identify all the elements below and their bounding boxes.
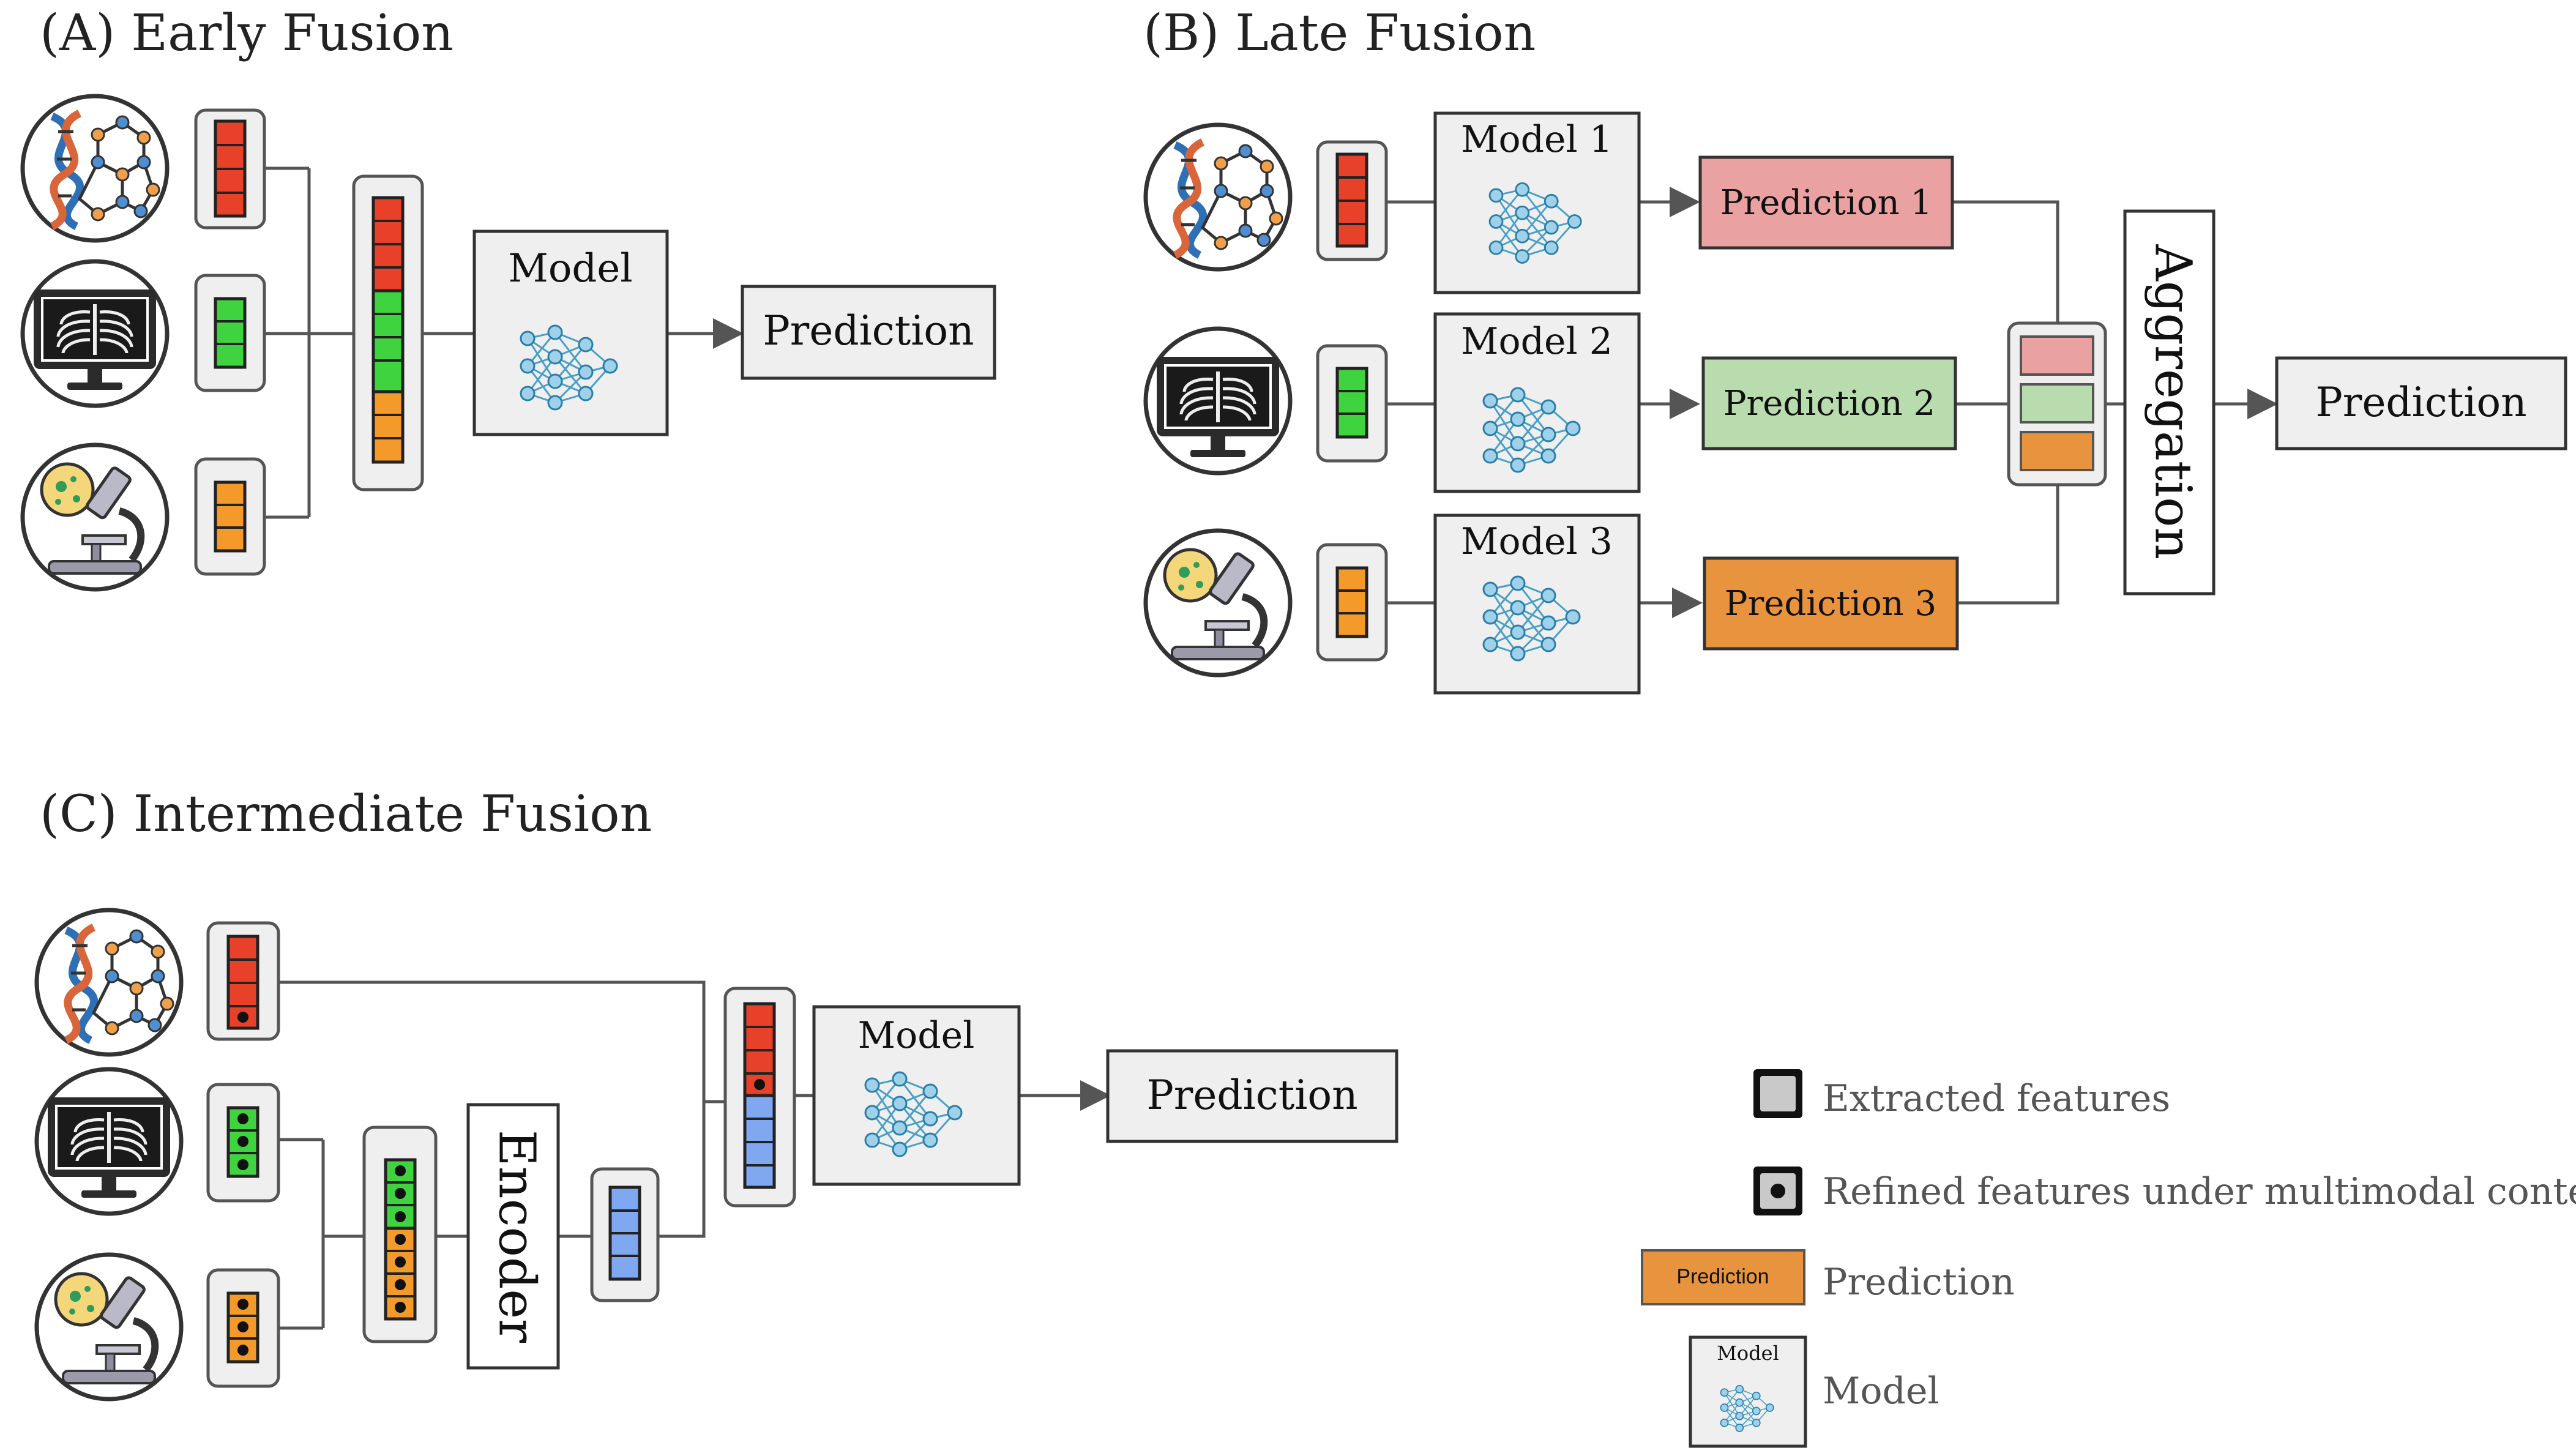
legend-model-label: Model (1823, 1370, 1939, 1413)
microscope-icon (37, 1255, 181, 1399)
late-final-prediction: Prediction (2275, 356, 2567, 450)
section-c-title: (C) Intermediate Fusion (40, 785, 652, 843)
early-prediction-label: Prediction (763, 307, 974, 354)
legend-prediction-label: Prediction (1823, 1261, 2015, 1304)
section-b-title: (B) Late Fusion (1143, 4, 1536, 62)
genomics-icon (37, 910, 181, 1055)
early-feature-imaging (194, 274, 266, 392)
late-prediction-1: Prediction 1 (1698, 155, 1954, 250)
intermediate-fused-features (723, 987, 796, 1208)
late-model-3-box: Model 3 (1433, 513, 1641, 695)
microscope-icon (23, 445, 167, 589)
intermediate-encoded-features (590, 1167, 660, 1302)
early-feature-genomics (194, 108, 266, 230)
intermediate-connectors (278, 980, 1111, 1330)
intermediate-feature-pathology (206, 1268, 280, 1388)
late-prediction-3-label: Prediction 3 (1725, 584, 1936, 624)
section-a-title: (A) Early Fusion (40, 4, 454, 62)
legend: Extracted features Refined features unde… (1641, 1069, 2576, 1448)
early-model-box: Model (472, 230, 669, 436)
late-connectors (1386, 187, 2278, 618)
late-feature-imaging (1316, 344, 1388, 463)
late-aggregation-box: Aggregation (2123, 209, 2216, 595)
late-model-2-box: Model 2 (1433, 312, 1641, 493)
early-connectors (264, 166, 744, 519)
xray-monitor-icon (23, 261, 167, 406)
intermediate-encoder-box: Encoder (466, 1103, 560, 1370)
late-model-2-label: Model 2 (1461, 320, 1613, 363)
intermediate-prediction-box: Prediction (1106, 1049, 1398, 1143)
late-prediction-label: Prediction (2315, 379, 2526, 426)
intermediate-feature-imaging (206, 1083, 280, 1203)
legend-prediction-swatch: Prediction (1641, 1249, 1805, 1305)
genomics-icon (23, 96, 167, 241)
legend-extracted-label: Extracted features (1823, 1077, 2170, 1120)
early-prediction-box: Prediction (741, 285, 996, 380)
late-prediction-3: Prediction 3 (1703, 556, 1959, 651)
intermediate-concat-features (362, 1126, 438, 1343)
legend-refined-swatch (1753, 1167, 1802, 1215)
xray-monitor-icon (1146, 329, 1290, 473)
late-feature-pathology (1316, 543, 1388, 662)
aggregation-label: Aggregation (2144, 244, 2202, 560)
legend-extracted-swatch (1753, 1069, 1802, 1118)
legend-model-swatch-text: Model (1717, 1342, 1779, 1365)
late-stacked-predictions (2007, 321, 2107, 487)
late-prediction-2: Prediction 2 (1701, 356, 1957, 450)
early-concatenated-features (352, 174, 424, 491)
microscope-icon (1146, 531, 1290, 675)
intermediate-model-label: Model (858, 1014, 975, 1057)
genomics-icon (1146, 125, 1290, 269)
early-model-label: Model (508, 246, 632, 291)
intermediate-feature-genomics (206, 921, 280, 1041)
late-model-1-box: Model 1 (1433, 111, 1641, 294)
legend-refined-label: Refined features under multimodal contex… (1823, 1170, 2576, 1213)
encoder-label: Encoder (488, 1130, 546, 1343)
late-model-1-label: Model 1 (1461, 118, 1613, 161)
late-model-3-label: Model 3 (1461, 520, 1613, 563)
legend-prediction-swatch-text: Prediction (1676, 1265, 1769, 1288)
late-prediction-2-label: Prediction 2 (1723, 384, 1935, 424)
late-prediction-1-label: Prediction 1 (1720, 183, 1932, 223)
xray-monitor-icon (37, 1069, 181, 1214)
early-feature-pathology (194, 457, 266, 576)
intermediate-prediction-label: Prediction (1146, 1072, 1357, 1119)
legend-model-swatch: Model (1689, 1335, 1807, 1448)
late-feature-genomics (1316, 140, 1388, 261)
intermediate-model-box: Model (812, 1005, 1021, 1186)
